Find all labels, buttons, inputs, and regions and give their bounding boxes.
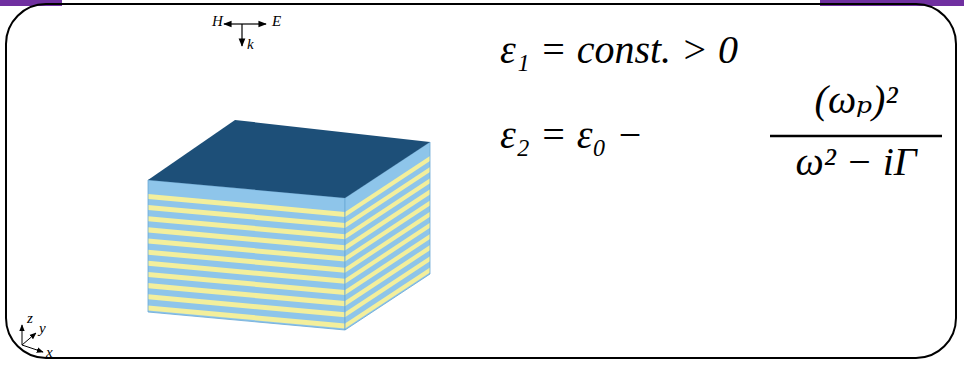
fraction-bar — [770, 135, 942, 138]
top-face — [148, 120, 430, 198]
h-arrow — [224, 23, 242, 24]
y-axis — [22, 333, 36, 345]
axis-label: y — [39, 320, 46, 337]
fraction-numerator: (ωₚ)² — [815, 78, 898, 122]
e-arrow — [242, 23, 266, 24]
layer-stripe — [148, 261, 345, 284]
face-edge — [148, 180, 345, 330]
z-axis — [22, 325, 23, 345]
fraction-denominator: ω² − iΓ — [795, 140, 916, 184]
equation: ε₁ = const. > 0 — [500, 28, 738, 72]
layer-stripe — [148, 227, 345, 250]
wavevector-label: k — [247, 36, 254, 53]
layer-stripe — [148, 306, 345, 329]
field-label: E — [272, 13, 281, 30]
side-face — [148, 180, 345, 330]
layer-stripe — [148, 283, 345, 306]
layer-stripe — [148, 294, 345, 317]
layer-stripe — [148, 205, 345, 228]
layer-stripe — [148, 194, 345, 217]
axis-label: x — [46, 344, 53, 361]
layer-stripe — [148, 272, 345, 295]
layer-stripe — [345, 268, 430, 329]
panel-border — [6, 4, 956, 358]
k-arrow — [241, 24, 242, 46]
equation: ε₂ = ε₀ − — [500, 113, 643, 157]
layer-stripe — [148, 239, 345, 262]
axis-label: z — [27, 310, 33, 327]
field-label: H — [212, 13, 223, 30]
layered-block — [148, 120, 430, 330]
layer-stripe — [345, 256, 430, 317]
layer-stripe — [148, 216, 345, 239]
x-axis — [22, 345, 43, 352]
layer-stripe — [148, 250, 345, 273]
